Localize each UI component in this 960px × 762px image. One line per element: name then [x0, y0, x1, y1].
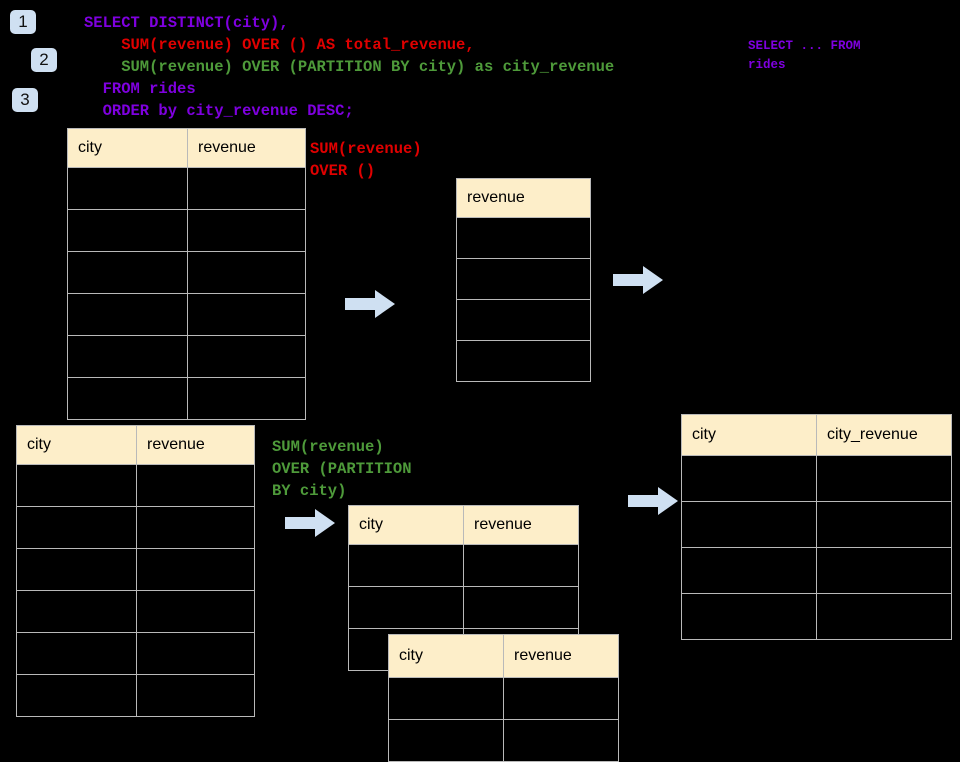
diagram-canvas: 1 2 3 SELECT DISTINCT(city), SUM(revenue…	[10, 10, 952, 762]
table-header-row: city city_revenue	[681, 414, 952, 456]
table-row	[67, 377, 306, 420]
query-line-order-by: ORDER by city_revenue DESC;	[84, 102, 354, 120]
column-header-city: city	[681, 414, 817, 456]
arrow-partition-to-result	[628, 487, 678, 515]
table-row	[67, 209, 306, 252]
column-header-city: city	[16, 425, 137, 465]
step-badge-3: 3	[12, 88, 38, 112]
table-row	[456, 340, 591, 382]
table-result-city-revenue: city city_revenue	[681, 414, 952, 640]
table-row	[67, 251, 306, 294]
table-header-row: city revenue	[16, 425, 255, 465]
table-header-row: city revenue	[348, 505, 579, 545]
table-rides-source-top: city revenue	[67, 128, 306, 420]
arrow-total-to-result	[613, 266, 663, 294]
table-row	[681, 501, 952, 548]
table-rides-source-bottom: city revenue	[16, 425, 255, 717]
column-header-city-revenue: city_revenue	[816, 414, 952, 456]
arrow-source-to-total	[345, 290, 395, 318]
annotation-select-from: SELECT ... FROM rides	[748, 39, 861, 72]
table-row	[67, 167, 306, 210]
annotation-sum-over-partition: SUM(revenue) OVER (PARTITION BY city)	[272, 438, 412, 500]
table-row	[681, 593, 952, 640]
table-row	[681, 547, 952, 594]
table-row	[456, 217, 591, 259]
table-total-revenue: revenue	[456, 178, 591, 382]
table-header-row: revenue	[456, 178, 591, 218]
query-line-from: FROM rides	[84, 80, 196, 98]
query-line-sum-over-empty: SUM(revenue) OVER () AS total_revenue,	[84, 36, 475, 54]
table-row	[67, 335, 306, 378]
column-header-city: city	[388, 634, 504, 678]
arrow-source-to-partition	[285, 509, 335, 537]
table-partition-group-b: city revenue	[388, 634, 619, 762]
column-header-revenue: revenue	[187, 128, 306, 168]
column-header-revenue: revenue	[136, 425, 255, 465]
column-header-revenue: revenue	[463, 505, 579, 545]
table-row	[16, 632, 255, 675]
table-row	[348, 544, 579, 587]
column-header-city: city	[348, 505, 464, 545]
table-row	[456, 258, 591, 300]
table-row	[16, 674, 255, 717]
table-row	[16, 506, 255, 549]
column-header-revenue: revenue	[456, 178, 591, 218]
table-row	[388, 677, 619, 720]
table-row	[681, 455, 952, 502]
query-line-sum-over-partition: SUM(revenue) OVER (PARTITION BY city) as…	[84, 58, 615, 76]
annotation-sum-over-empty: SUM(revenue) OVER ()	[310, 140, 422, 180]
step-badge-1: 1	[10, 10, 36, 34]
column-header-revenue: revenue	[503, 634, 619, 678]
table-row	[388, 719, 619, 762]
table-row	[456, 299, 591, 341]
table-row	[67, 293, 306, 336]
table-row	[16, 464, 255, 507]
table-row	[348, 586, 579, 629]
table-header-row: city revenue	[388, 634, 619, 678]
table-row	[16, 548, 255, 591]
table-row	[16, 590, 255, 633]
query-line-select: SELECT DISTINCT(city),	[84, 14, 289, 32]
step-badge-2: 2	[31, 48, 57, 72]
column-header-city: city	[67, 128, 188, 168]
table-header-row: city revenue	[67, 128, 306, 168]
